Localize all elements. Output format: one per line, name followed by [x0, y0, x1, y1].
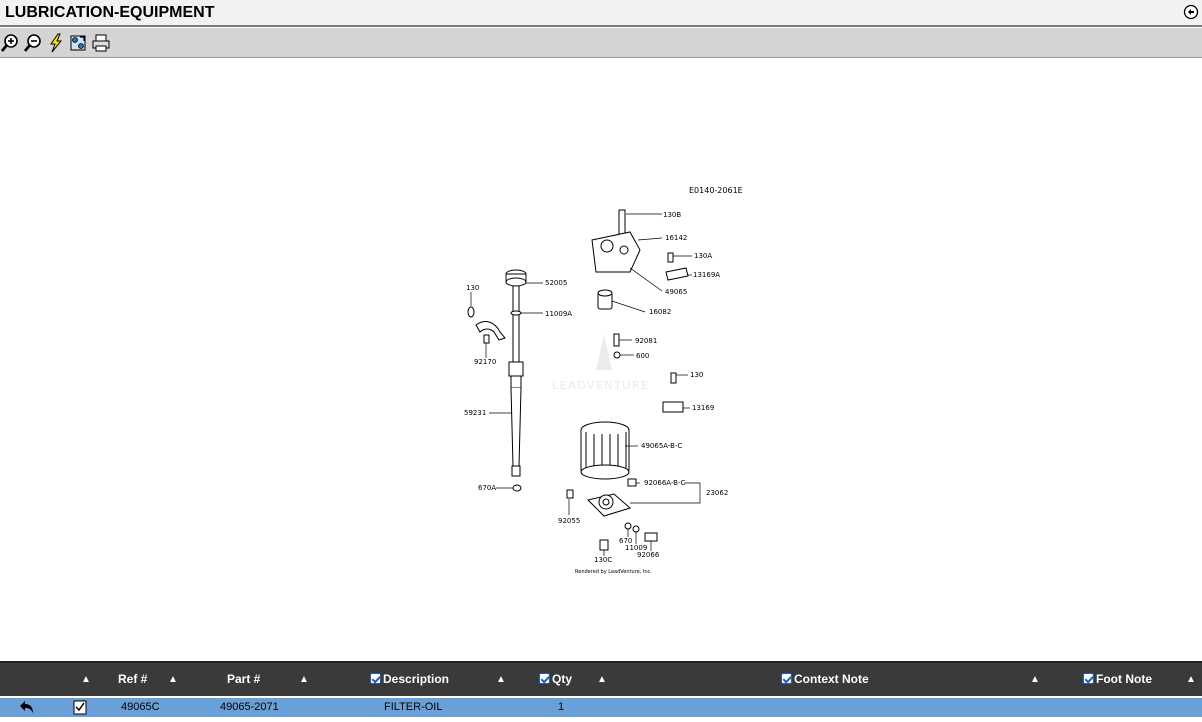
- dipstick-assembly: [505, 269, 527, 492]
- col-header-context-note[interactable]: Context Note: [781, 663, 869, 696]
- col-header-qty-label: Qty: [552, 672, 573, 686]
- callout-label[interactable]: 670: [619, 537, 632, 545]
- callout-label[interactable]: 49065: [665, 288, 687, 296]
- title-bar: LUBRICATION-EQUIPMENT: [0, 0, 1202, 27]
- callout-label[interactable]: 130B: [663, 211, 681, 219]
- callout-label[interactable]: 130: [690, 371, 703, 379]
- callout-label[interactable]: 59231: [464, 409, 486, 417]
- callout-label[interactable]: 130A: [694, 252, 712, 260]
- toolbar: [0, 28, 1202, 58]
- col-header-qty[interactable]: Qty: [539, 663, 572, 696]
- callout-label[interactable]: 92066: [637, 551, 660, 559]
- callout-label[interactable]: 16082: [649, 308, 671, 316]
- sort-arrows-icon[interactable]: ▲: [496, 674, 506, 685]
- callout-label[interactable]: 11009: [625, 544, 647, 552]
- sort-arrows-icon[interactable]: ▲: [1186, 674, 1196, 685]
- sort-arrows-icon[interactable]: ▲: [299, 674, 309, 685]
- col-header-description[interactable]: Description: [370, 663, 449, 696]
- cell-description: FILTER-OIL: [384, 701, 443, 713]
- callout-label[interactable]: 13169A: [693, 271, 720, 279]
- callout-label[interactable]: 16142: [665, 234, 687, 242]
- column-checkbox[interactable]: [781, 673, 792, 684]
- page-title: LUBRICATION-EQUIPMENT: [5, 4, 215, 21]
- callout-label[interactable]: 92170: [474, 358, 496, 366]
- oil-pipe-bracket: [467, 306, 506, 344]
- table-row[interactable]: 49065C 49065-2071 FILTER-OIL 1: [0, 698, 1202, 717]
- back-to-index-icon[interactable]: [1183, 4, 1199, 20]
- cell-ref: 49065C: [121, 701, 160, 713]
- lightning-icon[interactable]: [46, 33, 66, 53]
- callout-label[interactable]: 600: [636, 352, 649, 360]
- callout-label[interactable]: 670A: [478, 484, 496, 492]
- callout-label[interactable]: 92081: [635, 337, 657, 345]
- zoom-out-icon[interactable]: [23, 33, 43, 53]
- return-arrow-icon[interactable]: [16, 698, 36, 717]
- add-to-cart-icon[interactable]: [72, 698, 88, 717]
- oil-filter-assembly: [566, 421, 658, 551]
- cell-qty: 1: [558, 701, 565, 713]
- hotspot-icon[interactable]: [68, 33, 88, 53]
- parts-grid-header: ▲ Ref # ▲ Part # ▲ Description ▲ Qty ▲ C…: [0, 661, 1202, 696]
- col-header-description-label: Description: [383, 672, 450, 686]
- callout-label[interactable]: 11009A: [545, 310, 572, 318]
- watermark-text: LEADVENTURE: [552, 379, 649, 392]
- print-icon[interactable]: [91, 33, 111, 53]
- column-checkbox[interactable]: [1083, 673, 1094, 684]
- watermark-logo: LEADVENTURE: [552, 335, 649, 392]
- zoom-in-icon[interactable]: [0, 33, 20, 53]
- oil-pump-assembly: [591, 209, 689, 413]
- col-header-foot-note[interactable]: Foot Note: [1083, 663, 1152, 696]
- sort-arrows-icon[interactable]: ▲: [597, 674, 607, 685]
- callout-leaders: [470, 213, 701, 556]
- parts-diagram: E0140-2061E LEADVENTURE: [0, 59, 1202, 661]
- diagram-code: E0140-2061E: [689, 186, 743, 195]
- callout-label[interactable]: 13169: [692, 404, 714, 412]
- col-header-part[interactable]: Part #: [227, 672, 261, 686]
- column-checkbox[interactable]: [539, 673, 550, 684]
- grid-bottom: [0, 717, 1202, 722]
- cell-part[interactable]: 49065-2071: [220, 701, 279, 713]
- callout-label[interactable]: 92066A-B-C: [644, 479, 686, 487]
- callout-label[interactable]: 130C: [594, 556, 612, 564]
- callout-label[interactable]: 52005: [545, 279, 567, 287]
- col-header-ref[interactable]: Ref #: [118, 672, 148, 686]
- sort-arrows-icon[interactable]: ▲: [168, 674, 178, 685]
- column-checkbox[interactable]: [370, 673, 381, 684]
- col-header-context-label: Context Note: [794, 672, 869, 686]
- sort-arrows-icon[interactable]: ▲: [81, 674, 91, 685]
- callout-label[interactable]: 49065A-B-C: [641, 442, 683, 450]
- callout-label[interactable]: 130: [466, 284, 479, 292]
- callout-label[interactable]: 92055: [558, 517, 580, 525]
- callout-label[interactable]: 23062: [706, 489, 728, 497]
- render-credit: Rendered by LeadVenture, Inc.: [575, 569, 652, 575]
- sort-arrows-icon[interactable]: ▲: [1030, 674, 1040, 685]
- col-header-foot-label: Foot Note: [1096, 672, 1152, 686]
